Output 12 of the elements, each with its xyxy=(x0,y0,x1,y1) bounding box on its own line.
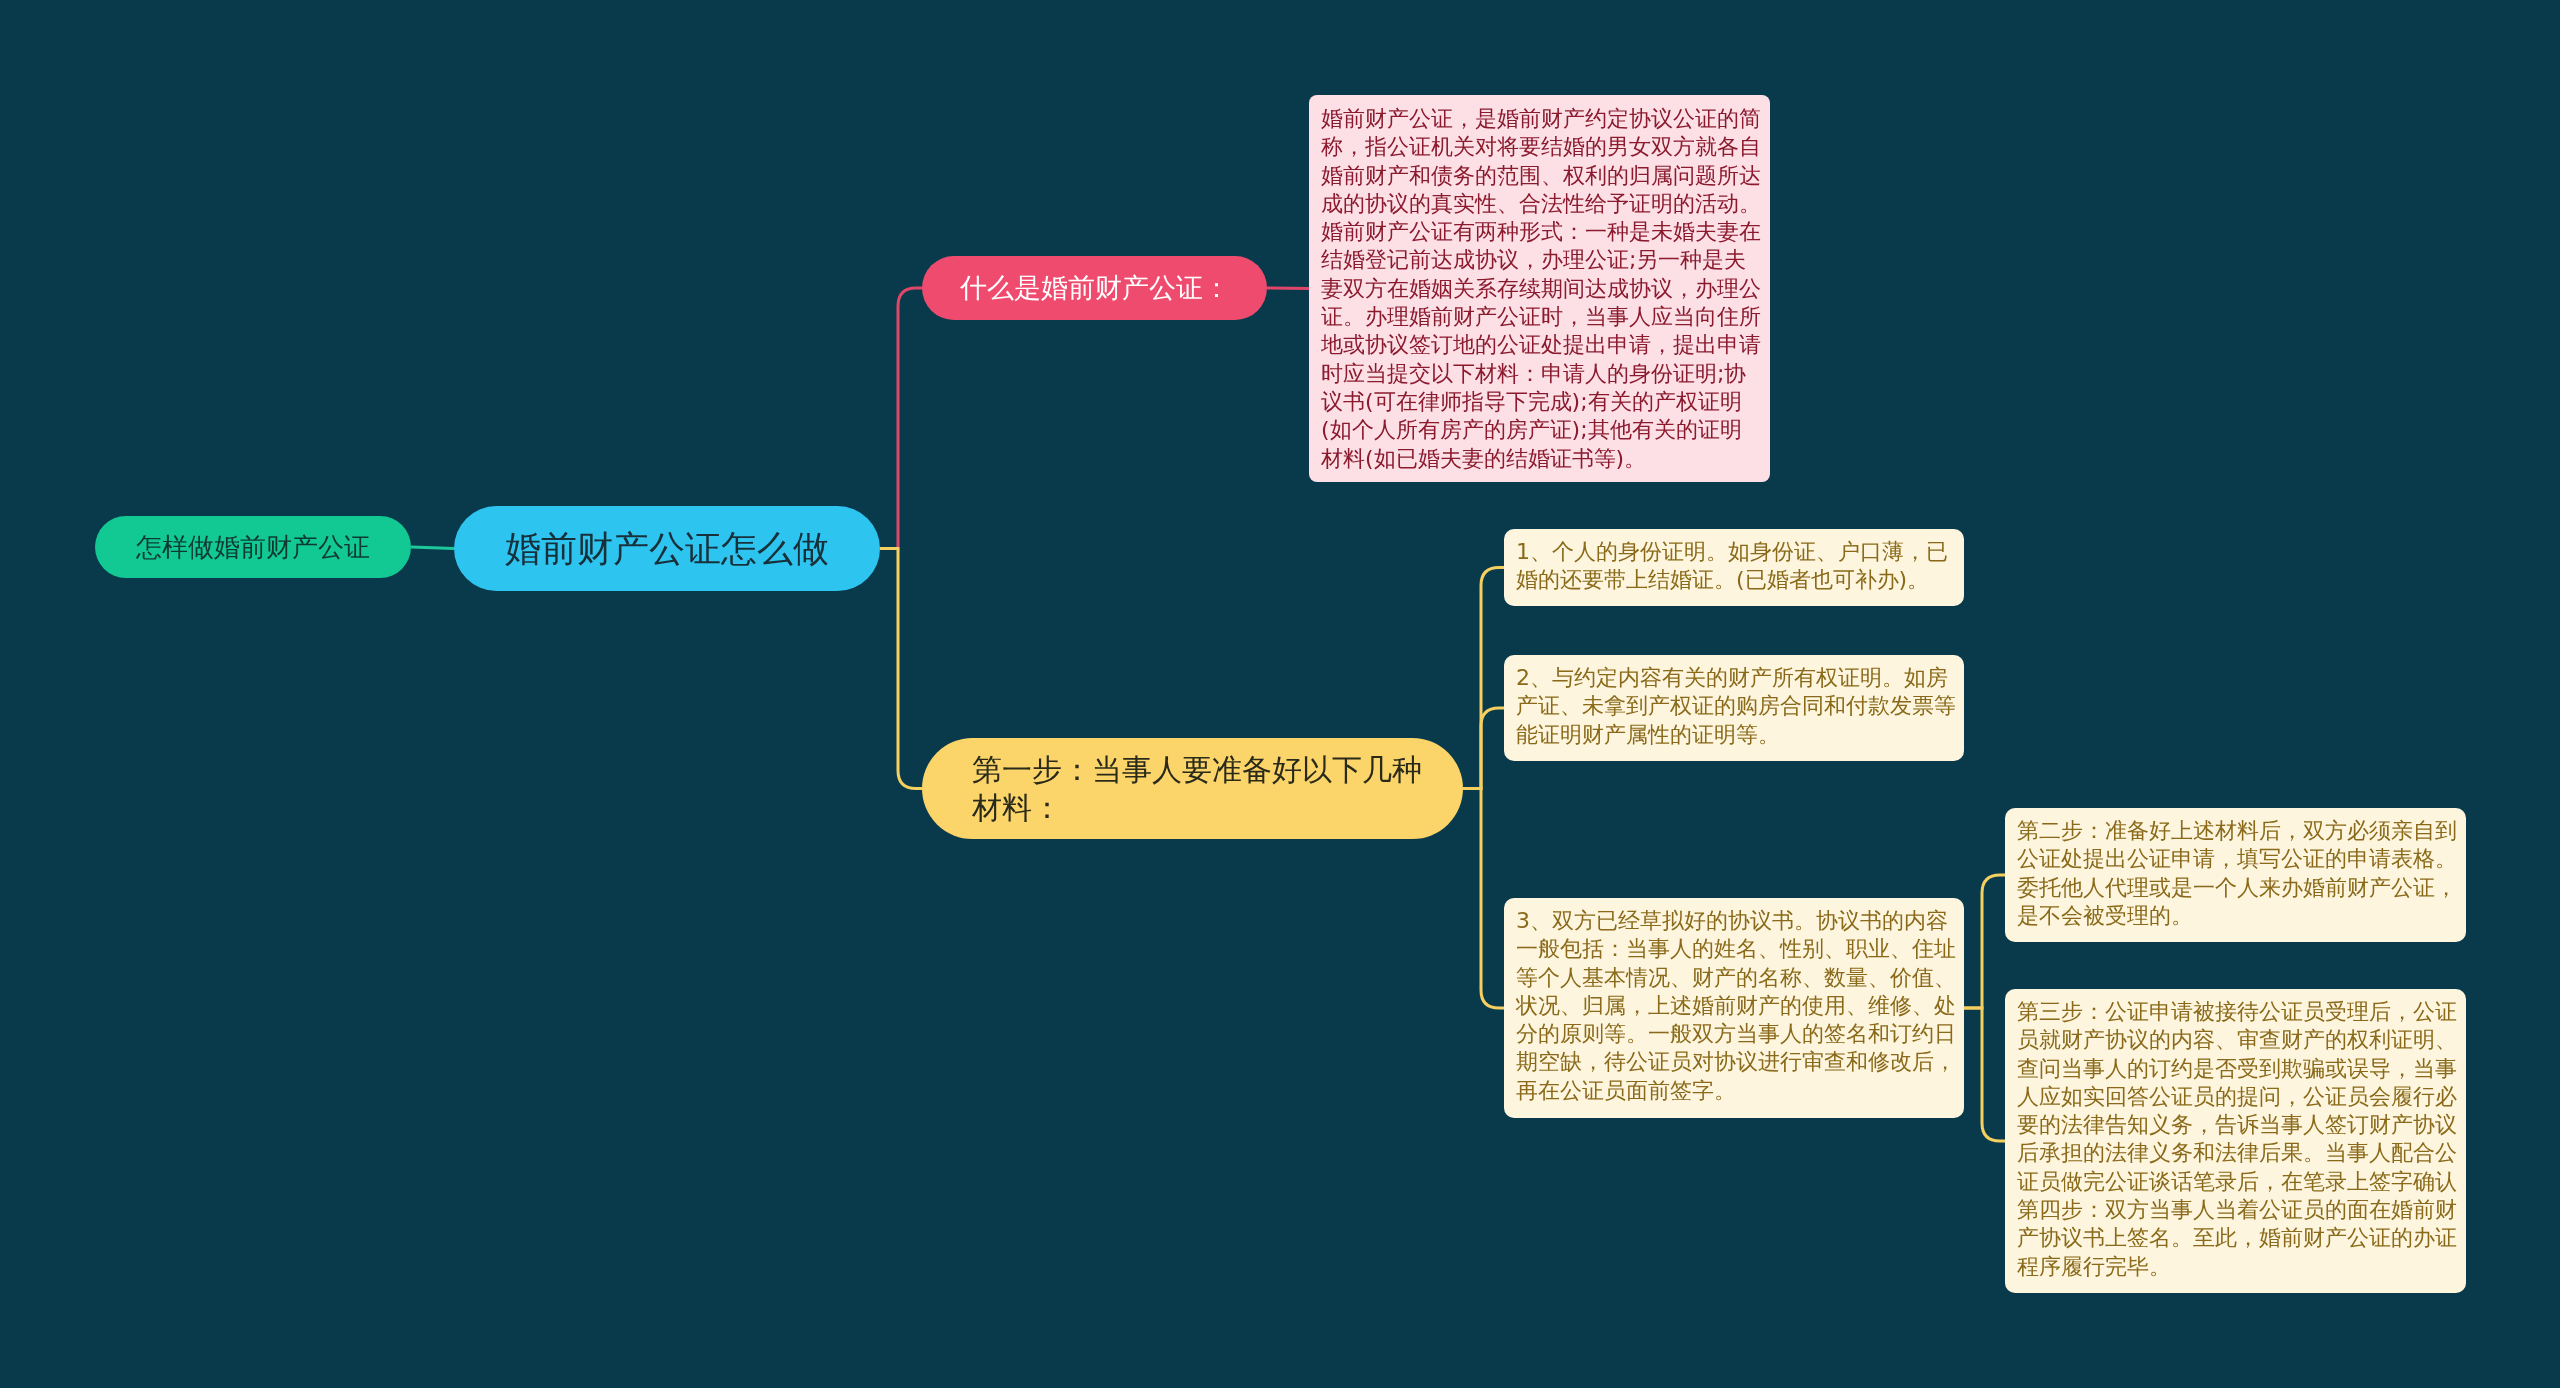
note-box: 婚前财产公证，是婚前财产约定协议公证的简称，指公证机关对将要结婚的男女双方就各自婚前财产和债务的范围、权利的归属问题所达成的协议的真实性、合法性给予证明的活动。婚前财产公证有两种形式：一种是未婚夫妻在结婚登记前达成协议，办理公证;另一种是夫妻双方在婚姻关系存续期间达成协议，办理公证。办理婚前财产公证时，当事人应当向住所地或协议签订地的公证处提出申请，提出申请时应当提交以下材料：申请人的身份证明;协议书(可在律师指导下完成);有关的产权证明(如个人所有房产的房产证);其他有关的证明材料(如已婚夫妻的结婚证书等)。 xyxy=(1309,95,1770,482)
note-box: 1、个人的身份证明。如身份证、户口薄，已婚的还要带上结婚证。(已婚者也可补办)。 xyxy=(1504,529,1964,606)
central-topic-pill: 婚前财产公证怎么做 xyxy=(454,506,880,591)
note-box: 2、与约定内容有关的财产所有权证明。如房产证、未拿到产权证的购房合同和付款发票等能证明财产属性的证明等。 xyxy=(1504,655,1964,761)
topic-pill: 第一步：当事人要准备好以下几种材料： xyxy=(922,738,1463,839)
note-box: 3、双方已经草拟好的协议书。协议书的内容一般包括：当事人的姓名、性别、职业、住址等个人基本情况、财产的名称、数量、价值、状况、归属，上述婚前财产的使用、维修、处分的原则等。一般双方当事人的签名和订约日期空缺，待公证员对协议进行审查和修改后，再在公证员面前签字。 xyxy=(1504,898,1964,1118)
note-box: 第二步：准备好上述材料后，双方必须亲自到公证处提出公证申请，填写公证的申请表格。委托他人代理或是一个人来办婚前财产公证，是不会被受理的。 xyxy=(2005,808,2466,942)
connector-line xyxy=(410,545,455,550)
note-box: 第三步：公证申请被接待公证员受理后，公证员就财产协议的内容、审查财产的权利证明、查问当事人的订约是否受到欺骗或误导，当事人应如实回答公证员的提问，公证员会履行必要的法律告知义务，告诉当事人签订财产协议后承担的法律义务和法律后果。当事人配合公证员做完公证谈话笔录后，在笔录上签字确认第四步：双方当事人当着公证员的面在婚前财产协议书上签名。至此，婚前财产公证的办证程序履行完毕。 xyxy=(2005,989,2466,1293)
connector-line xyxy=(1267,286,1309,290)
topic-pill: 怎样做婚前财产公证 xyxy=(95,516,411,578)
topic-pill: 什么是婚前财产公证： xyxy=(922,256,1267,320)
